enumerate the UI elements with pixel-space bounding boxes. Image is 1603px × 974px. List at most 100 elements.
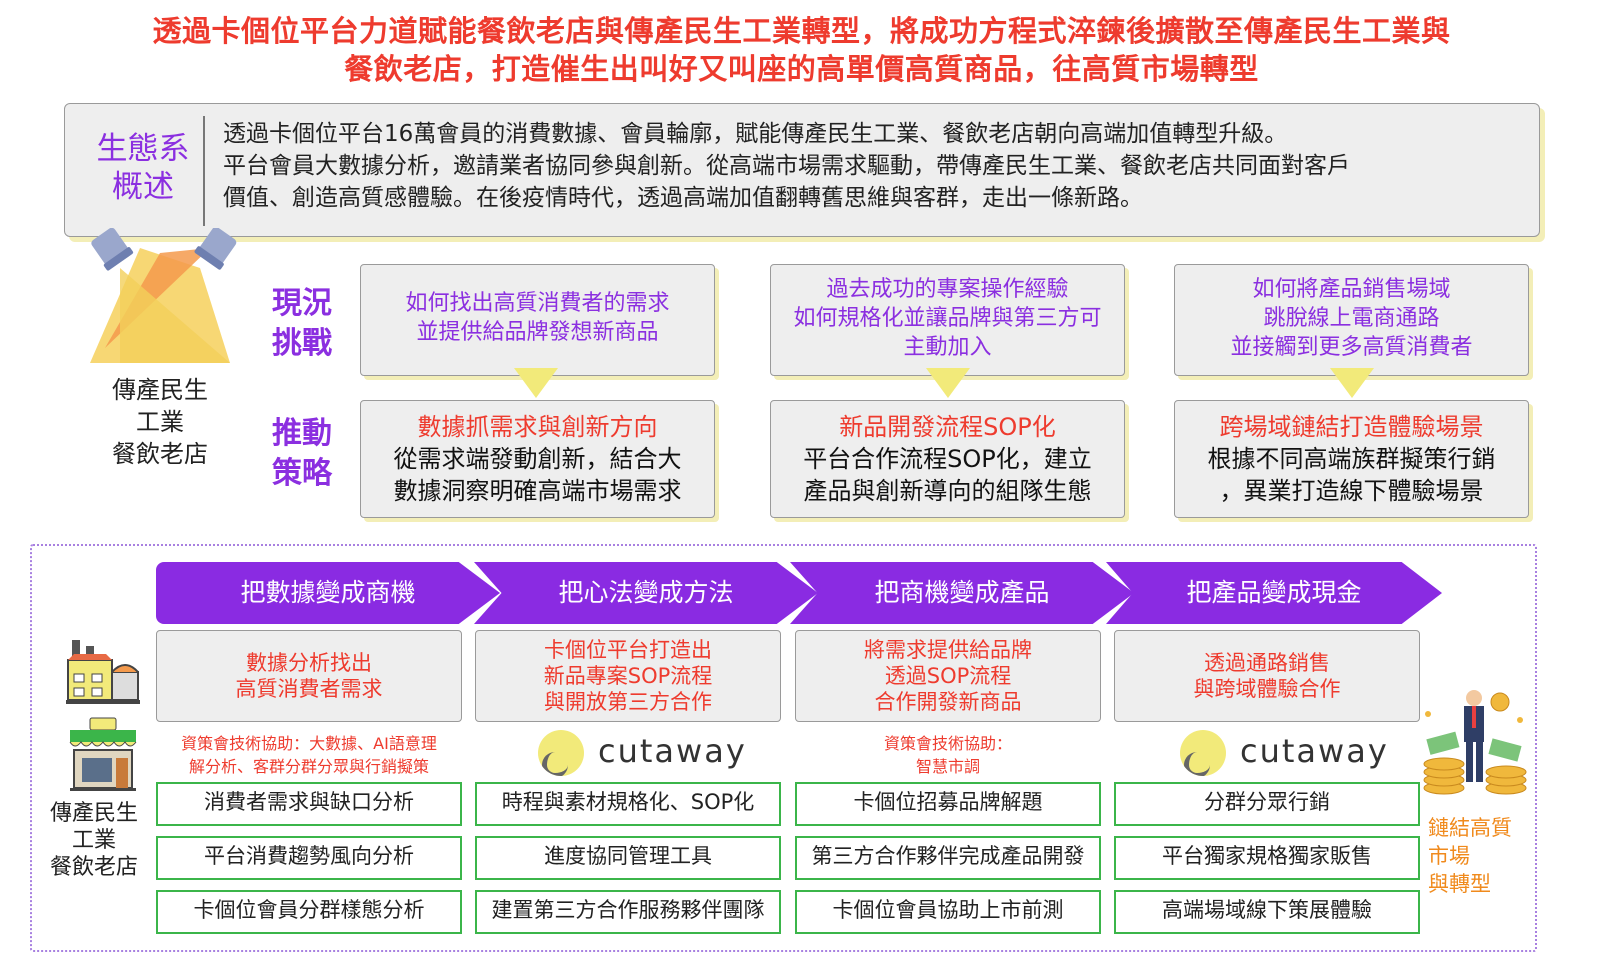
note-3-line-2: 智慧市調 [915, 757, 980, 776]
list-item: 卡個位招募品牌解題 [795, 782, 1101, 826]
chevron-step-3: 把商機變成產品 [790, 562, 1134, 624]
page-title: 透過卡個位平台力道賦能餐飲老店與傳產民生工業轉型，將成功方程式淬鍊後擴散至傳產民… [0, 12, 1603, 88]
challenge-3-line-3: 並接觸到更多高質消費者 [1230, 335, 1473, 360]
overview-label: 生態系 概述 [83, 130, 203, 206]
market-link-line-3: 與轉型 [1428, 872, 1491, 896]
strategy-box-3: 跨場域鏈結打造體驗場景 根據不同高端族群擬策行銷 ，異業打造線下體驗場景 [1174, 400, 1529, 518]
note-1-line-1: 資策會技術協助：大數據、AI語意理 [181, 734, 437, 753]
strategy-2-heading: 新品開發流程SOP化 [839, 413, 1056, 441]
challenge-label-line-2: 挑戰 [272, 326, 332, 361]
factory-icon [66, 640, 140, 704]
strategy-row-label: 推動 策略 [272, 414, 332, 494]
challenge-1-line-1: 如何找出高質消費者的需求 [405, 291, 670, 316]
industry-bottom-line-2: 工業 [71, 828, 116, 853]
strategy-3-line-1: 根據不同高端族群擬策行銷 [1207, 445, 1496, 473]
industry-bottom-line-1: 傳產民生 [49, 801, 138, 826]
strategy-2-line-2: 產品與創新導向的組隊生態 [803, 477, 1092, 505]
phase-1-line-2: 高質消費者需求 [235, 677, 383, 701]
phase-box-2: 卡個位平台打造出 新品專案SOP流程 與開放第三方合作 [475, 630, 781, 722]
challenge-1-line-2: 並提供給品牌發想新商品 [416, 320, 659, 345]
phase-2-line-2: 新品專案SOP流程 [543, 664, 713, 688]
businessman-coins-icon [1423, 690, 1527, 795]
title-line-1: 透過卡個位平台力道賦能餐飲老店與傳產民生工業轉型，將成功方程式淬鍊後擴散至傳產民… [152, 14, 1451, 48]
strategy-1-line-1: 從需求端發動創新，結合大 [393, 445, 682, 473]
tech-assist-note-1: 資策會技術協助：大數據、AI語意理 解分析、客群分群分眾與行銷擬策 [156, 732, 462, 778]
shop-icon [69, 717, 137, 791]
phase-4-line-1: 透過通路銷售 [1204, 651, 1330, 675]
cutaway-logo-text: cutaway [598, 732, 747, 770]
strategy-box-2: 新品開發流程SOP化 平台合作流程SOP化，建立 產品與創新導向的組隊生態 [770, 400, 1125, 518]
cutaway-logo: cutaway [538, 730, 745, 780]
challenge-3-line-1: 如何將產品銷售場域 [1252, 277, 1451, 302]
challenge-2-line-2: 如何規格化並讓品牌與第三方可 [793, 306, 1102, 331]
industry-label-bottom: 傳產民生 工業 餐飲老店 [44, 800, 144, 881]
phase-4-line-2: 與跨域體驗合作 [1193, 677, 1341, 701]
title-line-2: 餐飲老店，打造催生出叫好又叫座的高單價高質商品，往高質市場轉型 [344, 52, 1259, 86]
overview-line-2: 平台會員大數據分析，邀請業者協同參與創新。從高端市場需求驅動，帶傳產民生工業、餐… [223, 153, 1350, 179]
overview-line-1: 透過卡個位平台16萬會員的消費數據、會員輪廓，賦能傳產民生工業、餐飲老店朝向高端… [223, 121, 1288, 147]
strategy-label-line-2: 策略 [272, 456, 332, 491]
process-frame [30, 544, 1537, 952]
phase-box-4: 透過通路銷售 與跨域體驗合作 [1114, 630, 1420, 722]
list-item: 第三方合作夥伴完成產品開發 [795, 836, 1101, 880]
tech-assist-note-3: 資策會技術協助： 智慧市調 [795, 732, 1101, 778]
challenge-box-1: 如何找出高質消費者的需求 並提供給品牌發想新商品 [360, 264, 715, 376]
note-3-line-1: 資策會技術協助： [883, 734, 1012, 753]
note-1-line-2: 解分析、客群分群分眾與行銷擬策 [188, 757, 429, 776]
list-item: 消費者需求與缺口分析 [156, 782, 462, 826]
down-arrow-icon [1330, 368, 1374, 398]
strategy-1-line-2: 數據洞察明確高端市場需求 [393, 477, 682, 505]
spotlight-icon [90, 228, 237, 363]
overview-divider [203, 116, 205, 226]
strategy-2-line-1: 平台合作流程SOP化，建立 [803, 445, 1092, 473]
market-link-line-1: 鏈結高質 [1428, 816, 1512, 840]
overview-label-line-2: 概述 [112, 169, 174, 205]
overview-line-3: 價值、創造高質感體驗。在後疫情時代，透過高端加值翻轉舊思維與客群，走出一條新路。 [223, 185, 1143, 211]
list-item: 高端場域線下策展體驗 [1114, 890, 1420, 934]
list-item: 卡個位會員協助上市前測 [795, 890, 1101, 934]
challenge-2-line-1: 過去成功的專案操作經驗 [826, 277, 1069, 302]
phase-3-line-2: 透過SOP流程 [884, 664, 1012, 688]
strategy-3-line-2: ，異業打造線下體驗場景 [1219, 477, 1484, 505]
industry-bottom-line-3: 餐飲老店 [49, 855, 138, 880]
phase-box-3: 將需求提供給品牌 透過SOP流程 合作開發新商品 [795, 630, 1101, 722]
phase-box-1: 數據分析找出 高質消費者需求 [156, 630, 462, 722]
phase-1-line-1: 數據分析找出 [246, 651, 372, 675]
challenge-box-2: 過去成功的專案操作經驗 如何規格化並讓品牌與第三方可 主動加入 [770, 264, 1125, 376]
list-item: 平台獨家規格獨家販售 [1114, 836, 1420, 880]
challenge-2-line-3: 主動加入 [903, 335, 992, 360]
down-arrow-icon [514, 368, 558, 398]
strategy-3-heading: 跨場域鏈結打造體驗場景 [1219, 413, 1484, 441]
challenge-row-label: 現況 挑戰 [272, 284, 332, 364]
list-item: 平台消費趨勢風向分析 [156, 836, 462, 880]
challenge-label-line-1: 現況 [272, 286, 332, 321]
strategy-box-1: 數據抓需求與創新方向 從需求端發動創新，結合大 數據洞察明確高端市場需求 [360, 400, 715, 518]
list-item: 進度協同管理工具 [475, 836, 781, 880]
challenge-box-3: 如何將產品銷售場域 跳脫線上電商通路 並接觸到更多高質消費者 [1174, 264, 1529, 376]
list-item: 建置第三方合作服務夥伴團隊 [475, 890, 781, 934]
industry-label-line-1: 傳產民生 [112, 376, 208, 404]
market-link-line-2: 市場 [1428, 844, 1470, 868]
phase-2-line-3: 與開放第三方合作 [544, 690, 712, 714]
chevron-step-2: 把心法變成方法 [474, 562, 818, 624]
industry-label-top: 傳產民生 工業 餐飲老店 [100, 374, 220, 470]
challenge-3-line-2: 跳脫線上電商通路 [1263, 306, 1440, 331]
cutaway-logo-icon [1180, 730, 1226, 776]
phase-2-line-1: 卡個位平台打造出 [544, 638, 712, 662]
cutaway-logo: cutaway [1180, 730, 1387, 780]
down-arrow-icon [926, 368, 970, 398]
list-item: 卡個位會員分群樣態分析 [156, 890, 462, 934]
phase-3-line-1: 將需求提供給品牌 [864, 638, 1032, 662]
chevron-step-1: 把數據變成商機 [156, 562, 500, 624]
cutaway-logo-text: cutaway [1240, 732, 1389, 770]
overview-label-line-1: 生態系 [96, 131, 190, 167]
list-item: 分群分眾行銷 [1114, 782, 1420, 826]
phase-3-line-3: 合作開發新商品 [874, 690, 1022, 714]
ecosystem-overview-box: 生態系 概述 透過卡個位平台16萬會員的消費數據、會員輪廓，賦能傳產民生工業、餐… [64, 103, 1540, 237]
strategy-1-heading: 數據抓需求與創新方向 [417, 413, 658, 441]
overview-body: 透過卡個位平台16萬會員的消費數據、會員輪廓，賦能傳產民生工業、餐飲老店朝向高端… [223, 118, 1533, 214]
market-link-label: 鏈結高質 市場 與轉型 [1428, 814, 1528, 898]
industry-label-line-3: 餐飲老店 [112, 440, 208, 468]
cutaway-logo-icon [538, 730, 584, 776]
strategy-label-line-1: 推動 [272, 416, 332, 451]
